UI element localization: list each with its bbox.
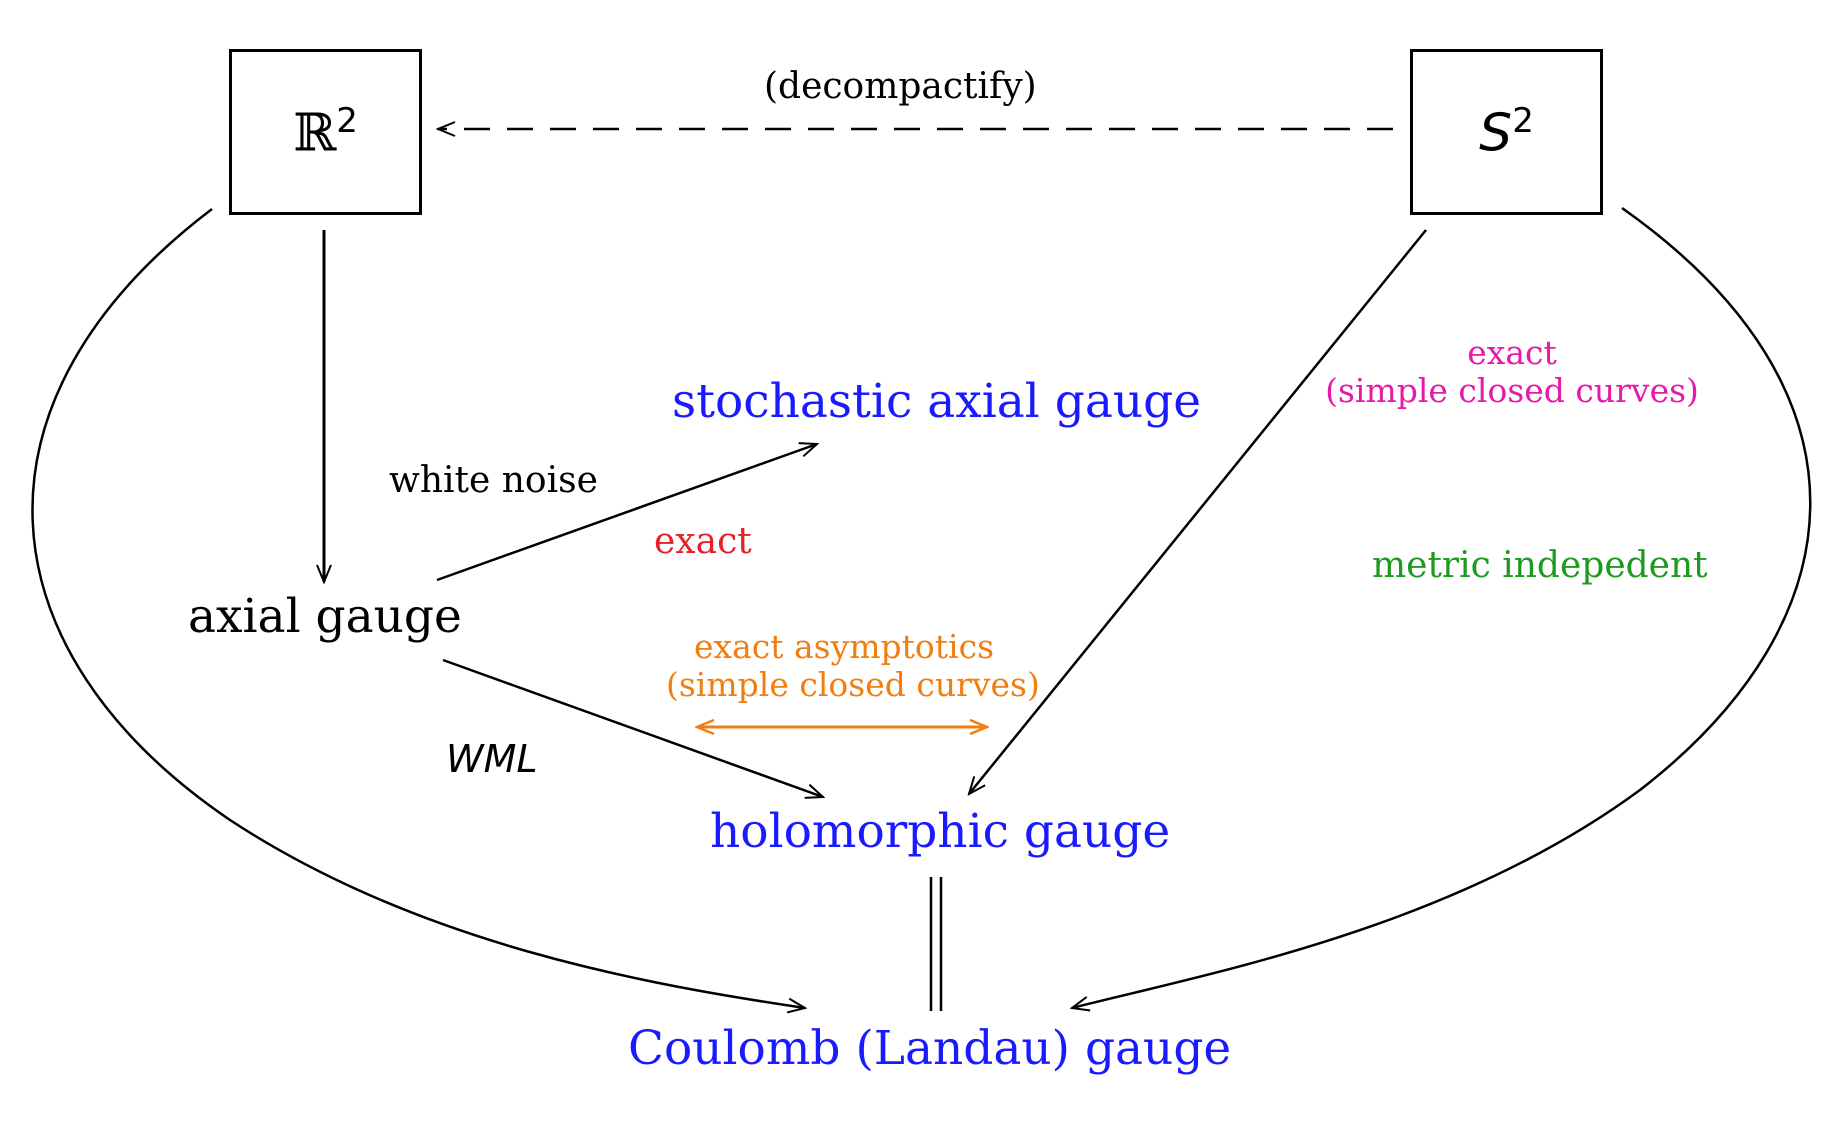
s2-exponent: 2 — [1512, 101, 1534, 142]
r2-node: ℝ2 — [229, 49, 422, 215]
s2-node: S2 — [1410, 49, 1603, 215]
s2-symbol: S — [1479, 103, 1513, 164]
s2-to-coulomb-curve — [1072, 206, 1812, 1008]
s2-label: S2 — [1479, 104, 1534, 159]
r2-symbol: ℝ — [293, 103, 337, 164]
metric-independent-label: metric indepedent — [1372, 545, 1708, 586]
exact-asymptotics-label: exact asymptotics (simple closed curves) — [666, 627, 1040, 704]
r2-to-coulomb-curve — [31, 208, 805, 1008]
axial-to-stochastic-arrow — [436, 444, 817, 582]
exact-pink-line2: (simple closed curves) — [1325, 370, 1699, 410]
axial-to-holomorphic-arrow — [442, 658, 823, 797]
white-noise-label: white noise — [389, 460, 598, 501]
holomorphic-gauge-node: holomorphic gauge — [710, 804, 1171, 859]
s2-to-holomorphic-arrow — [969, 229, 1427, 794]
exact-simple-curves-label: exact (simple closed curves) — [1302, 334, 1722, 410]
r2-label: ℝ2 — [293, 104, 358, 159]
coulomb-gauge-node: Coulomb (Landau) gauge — [628, 1021, 1232, 1076]
exact-asymptotics-line2: (simple closed curves) — [666, 664, 1040, 704]
exact-pink-line1: exact — [1467, 333, 1557, 372]
exact-red-label: exact — [654, 521, 752, 562]
decompactify-label: (decompactify) — [764, 66, 1037, 107]
r2-exponent: 2 — [336, 101, 358, 142]
wml-label: WML — [446, 737, 538, 781]
axial-gauge-node: axial gauge — [188, 589, 462, 644]
exact-asymptotics-line1: exact asymptotics — [693, 627, 995, 666]
stochastic-axial-gauge-node: stochastic axial gauge — [672, 374, 1202, 429]
